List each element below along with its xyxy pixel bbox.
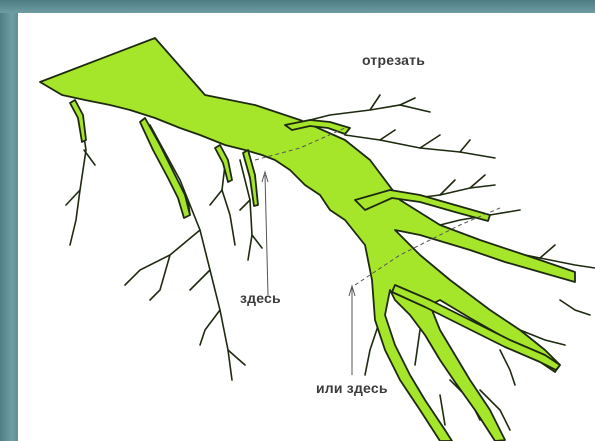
- root-main-body: [40, 38, 575, 441]
- root-illustration: [18, 13, 595, 441]
- label-cut: отрезать: [362, 52, 425, 68]
- arrow-here: [265, 175, 268, 295]
- label-or-here: или здесь: [316, 380, 388, 396]
- top-border: [0, 0, 595, 13]
- label-here: здесь: [240, 290, 281, 306]
